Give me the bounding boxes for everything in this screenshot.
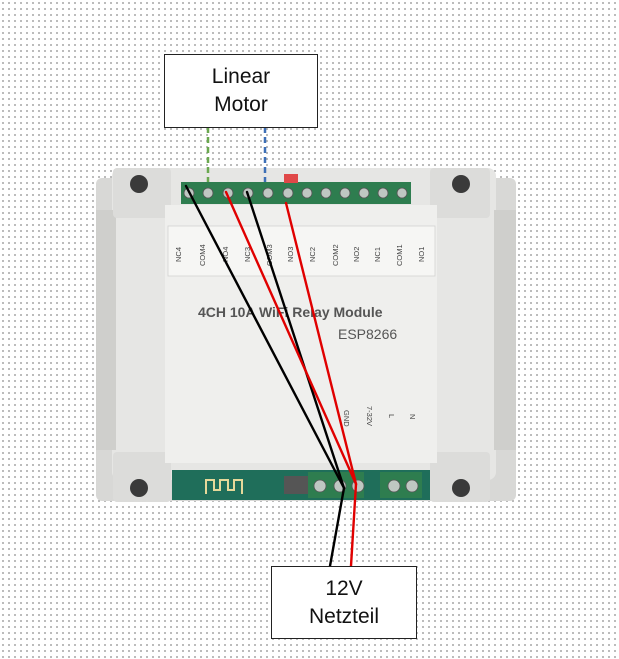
ground-wire — [328, 486, 346, 568]
psu-label-line1: 12V — [325, 576, 363, 600]
pin-label: NC2 — [308, 247, 317, 262]
power-pin-label: 7-32V — [365, 406, 374, 426]
mount-hole — [452, 479, 470, 497]
pin-label: NO1 — [417, 247, 426, 262]
motor-label-line1: Linear — [211, 65, 271, 88]
psu-label-line2: Netzteil — [308, 604, 380, 628]
linear-motor-box: Linear Motor — [164, 54, 318, 128]
ground-wire — [184, 184, 346, 490]
ground-wire — [245, 190, 346, 490]
module-chip: ESP8266 — [338, 326, 397, 342]
power-pin-label: N — [408, 414, 417, 419]
mount-hole — [452, 175, 470, 193]
pin-label: NO4 — [221, 247, 230, 262]
positive-wire — [284, 201, 358, 486]
pin-label: NO2 — [352, 247, 361, 262]
pin-label: COM4 — [198, 244, 207, 266]
pin-label: COM2 — [331, 244, 340, 266]
pin-label: NC3 — [243, 247, 252, 262]
positive-wire — [224, 190, 358, 486]
pin-label: COM1 — [395, 244, 404, 266]
relay-module — [96, 168, 516, 502]
pin-label: NC4 — [174, 247, 183, 262]
power-pin-label: GND — [342, 410, 351, 427]
pin-label: NO3 — [286, 247, 295, 262]
power-supply-box: 12V Netzteil — [271, 566, 417, 639]
module-title: 4CH 10A WiFi Relay Module — [198, 304, 383, 320]
power-pin-label: L — [387, 414, 396, 418]
pin-label: COM3 — [265, 244, 274, 266]
pin-label: NC1 — [373, 247, 382, 262]
mount-hole — [130, 479, 148, 497]
mount-hole — [130, 175, 148, 193]
positive-wire — [349, 482, 358, 568]
motor-label-line2: Motor — [214, 93, 268, 116]
